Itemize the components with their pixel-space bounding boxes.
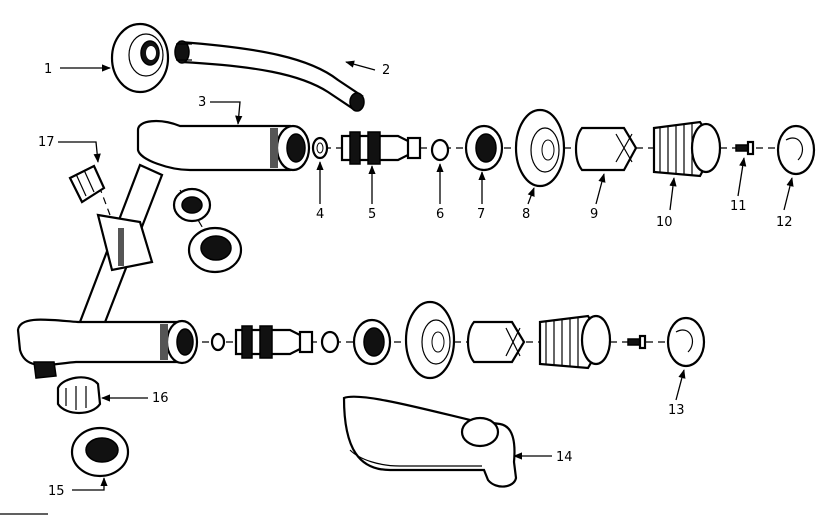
callout-3: 3 bbox=[198, 95, 206, 110]
callout-5: 5 bbox=[368, 207, 376, 222]
sleeve-lower bbox=[466, 320, 526, 364]
callout-2: 2 bbox=[382, 63, 390, 78]
riser-nut-lower bbox=[187, 226, 243, 274]
part-13-index-cap-lower bbox=[666, 316, 706, 368]
part-17-diverter-stem bbox=[68, 164, 106, 204]
part-7-bonnet-upper bbox=[464, 124, 504, 172]
callout-8: 8 bbox=[522, 207, 530, 222]
part-5-stem-upper bbox=[340, 131, 422, 165]
part-2-shower-arm bbox=[174, 40, 365, 112]
riser-pipe bbox=[78, 163, 164, 332]
callout-14: 14 bbox=[556, 450, 573, 465]
part-15-nut bbox=[70, 426, 130, 478]
callout-7: 7 bbox=[477, 207, 485, 222]
callout-16: 16 bbox=[152, 391, 169, 406]
washer-lower-1 bbox=[210, 332, 226, 352]
part-11-screw-upper bbox=[735, 140, 755, 156]
callout-10: 10 bbox=[656, 215, 673, 230]
callout-17: 17 bbox=[38, 135, 55, 150]
callout-11: 11 bbox=[730, 199, 747, 214]
handle-lower bbox=[538, 314, 612, 370]
part-1-shower-flange bbox=[110, 22, 170, 94]
part-16-fitting bbox=[56, 376, 102, 415]
bonnet-lower bbox=[352, 318, 392, 366]
screw-lower bbox=[627, 334, 647, 350]
callout-12: 12 bbox=[776, 215, 793, 230]
escutcheon-lower bbox=[404, 300, 456, 380]
part-10-handle-upper bbox=[652, 120, 722, 178]
callout-13: 13 bbox=[668, 403, 685, 418]
washer-lower-2 bbox=[320, 330, 340, 354]
callout-15: 15 bbox=[48, 484, 65, 499]
part-8-escutcheon-upper bbox=[514, 108, 566, 188]
part-12-index-cap-upper bbox=[776, 124, 816, 176]
callout-labels: 1 2 3 4 5 6 7 8 9 10 11 12 13 14 15 16 1… bbox=[38, 62, 793, 499]
leader-lines bbox=[58, 60, 794, 491]
part-3-valve-body-lower bbox=[16, 318, 199, 379]
part-4-washer-upper bbox=[311, 136, 329, 160]
part-6-washer-upper bbox=[430, 138, 450, 162]
stem-lower bbox=[234, 325, 314, 359]
part-14-tub-spout bbox=[342, 395, 518, 488]
callout-1: 1 bbox=[44, 62, 52, 77]
part-3-valve-body-upper bbox=[136, 120, 311, 172]
callout-6: 6 bbox=[436, 207, 444, 222]
callout-9: 9 bbox=[590, 207, 598, 222]
part-9-sleeve-upper bbox=[574, 126, 638, 172]
riser-nut-upper bbox=[172, 187, 212, 223]
callout-4: 4 bbox=[316, 207, 324, 222]
